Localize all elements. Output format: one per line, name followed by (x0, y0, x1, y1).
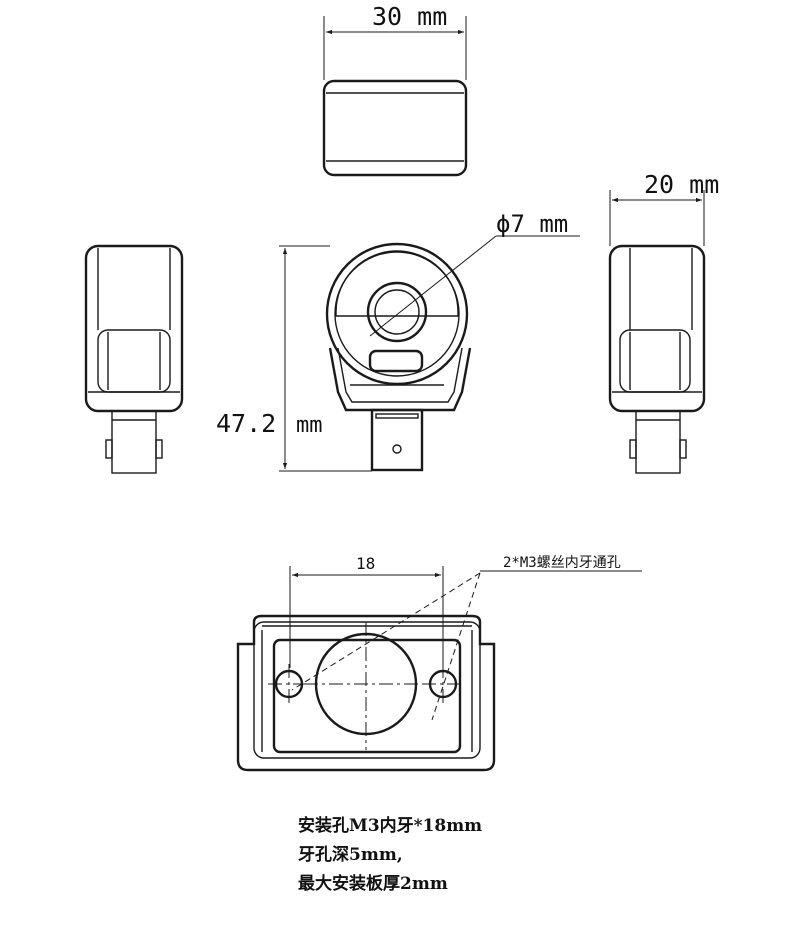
dim-height-unit: mm (296, 413, 323, 438)
callout-label: 2*M3螺丝内牙通孔 (503, 555, 621, 571)
dim-diameter-label: ϕ7 mm (496, 210, 568, 238)
left-side-view (84, 244, 184, 474)
dim-height-value: 47.2 (216, 409, 276, 438)
top-view: 30 mm (322, 2, 468, 177)
front-view: 47.2 mm ϕ7 mm (216, 210, 580, 472)
top-view-body (322, 79, 468, 177)
dim-20-label: 20 mm (644, 170, 719, 199)
dim-18-label: 18 (356, 554, 375, 573)
note-line-3: 最大安装板厚2mm (298, 874, 448, 894)
note-line-1: 安装孔M3内牙*18mm (298, 816, 483, 836)
bottom-view: 18 2*M3螺丝内牙通孔 (236, 554, 642, 772)
right-side-view: 20 mm (608, 170, 719, 474)
dim-30-label: 30 mm (372, 2, 447, 31)
diameter-leader (369, 235, 497, 337)
note-line-2: 牙孔深5mm, (298, 845, 403, 865)
